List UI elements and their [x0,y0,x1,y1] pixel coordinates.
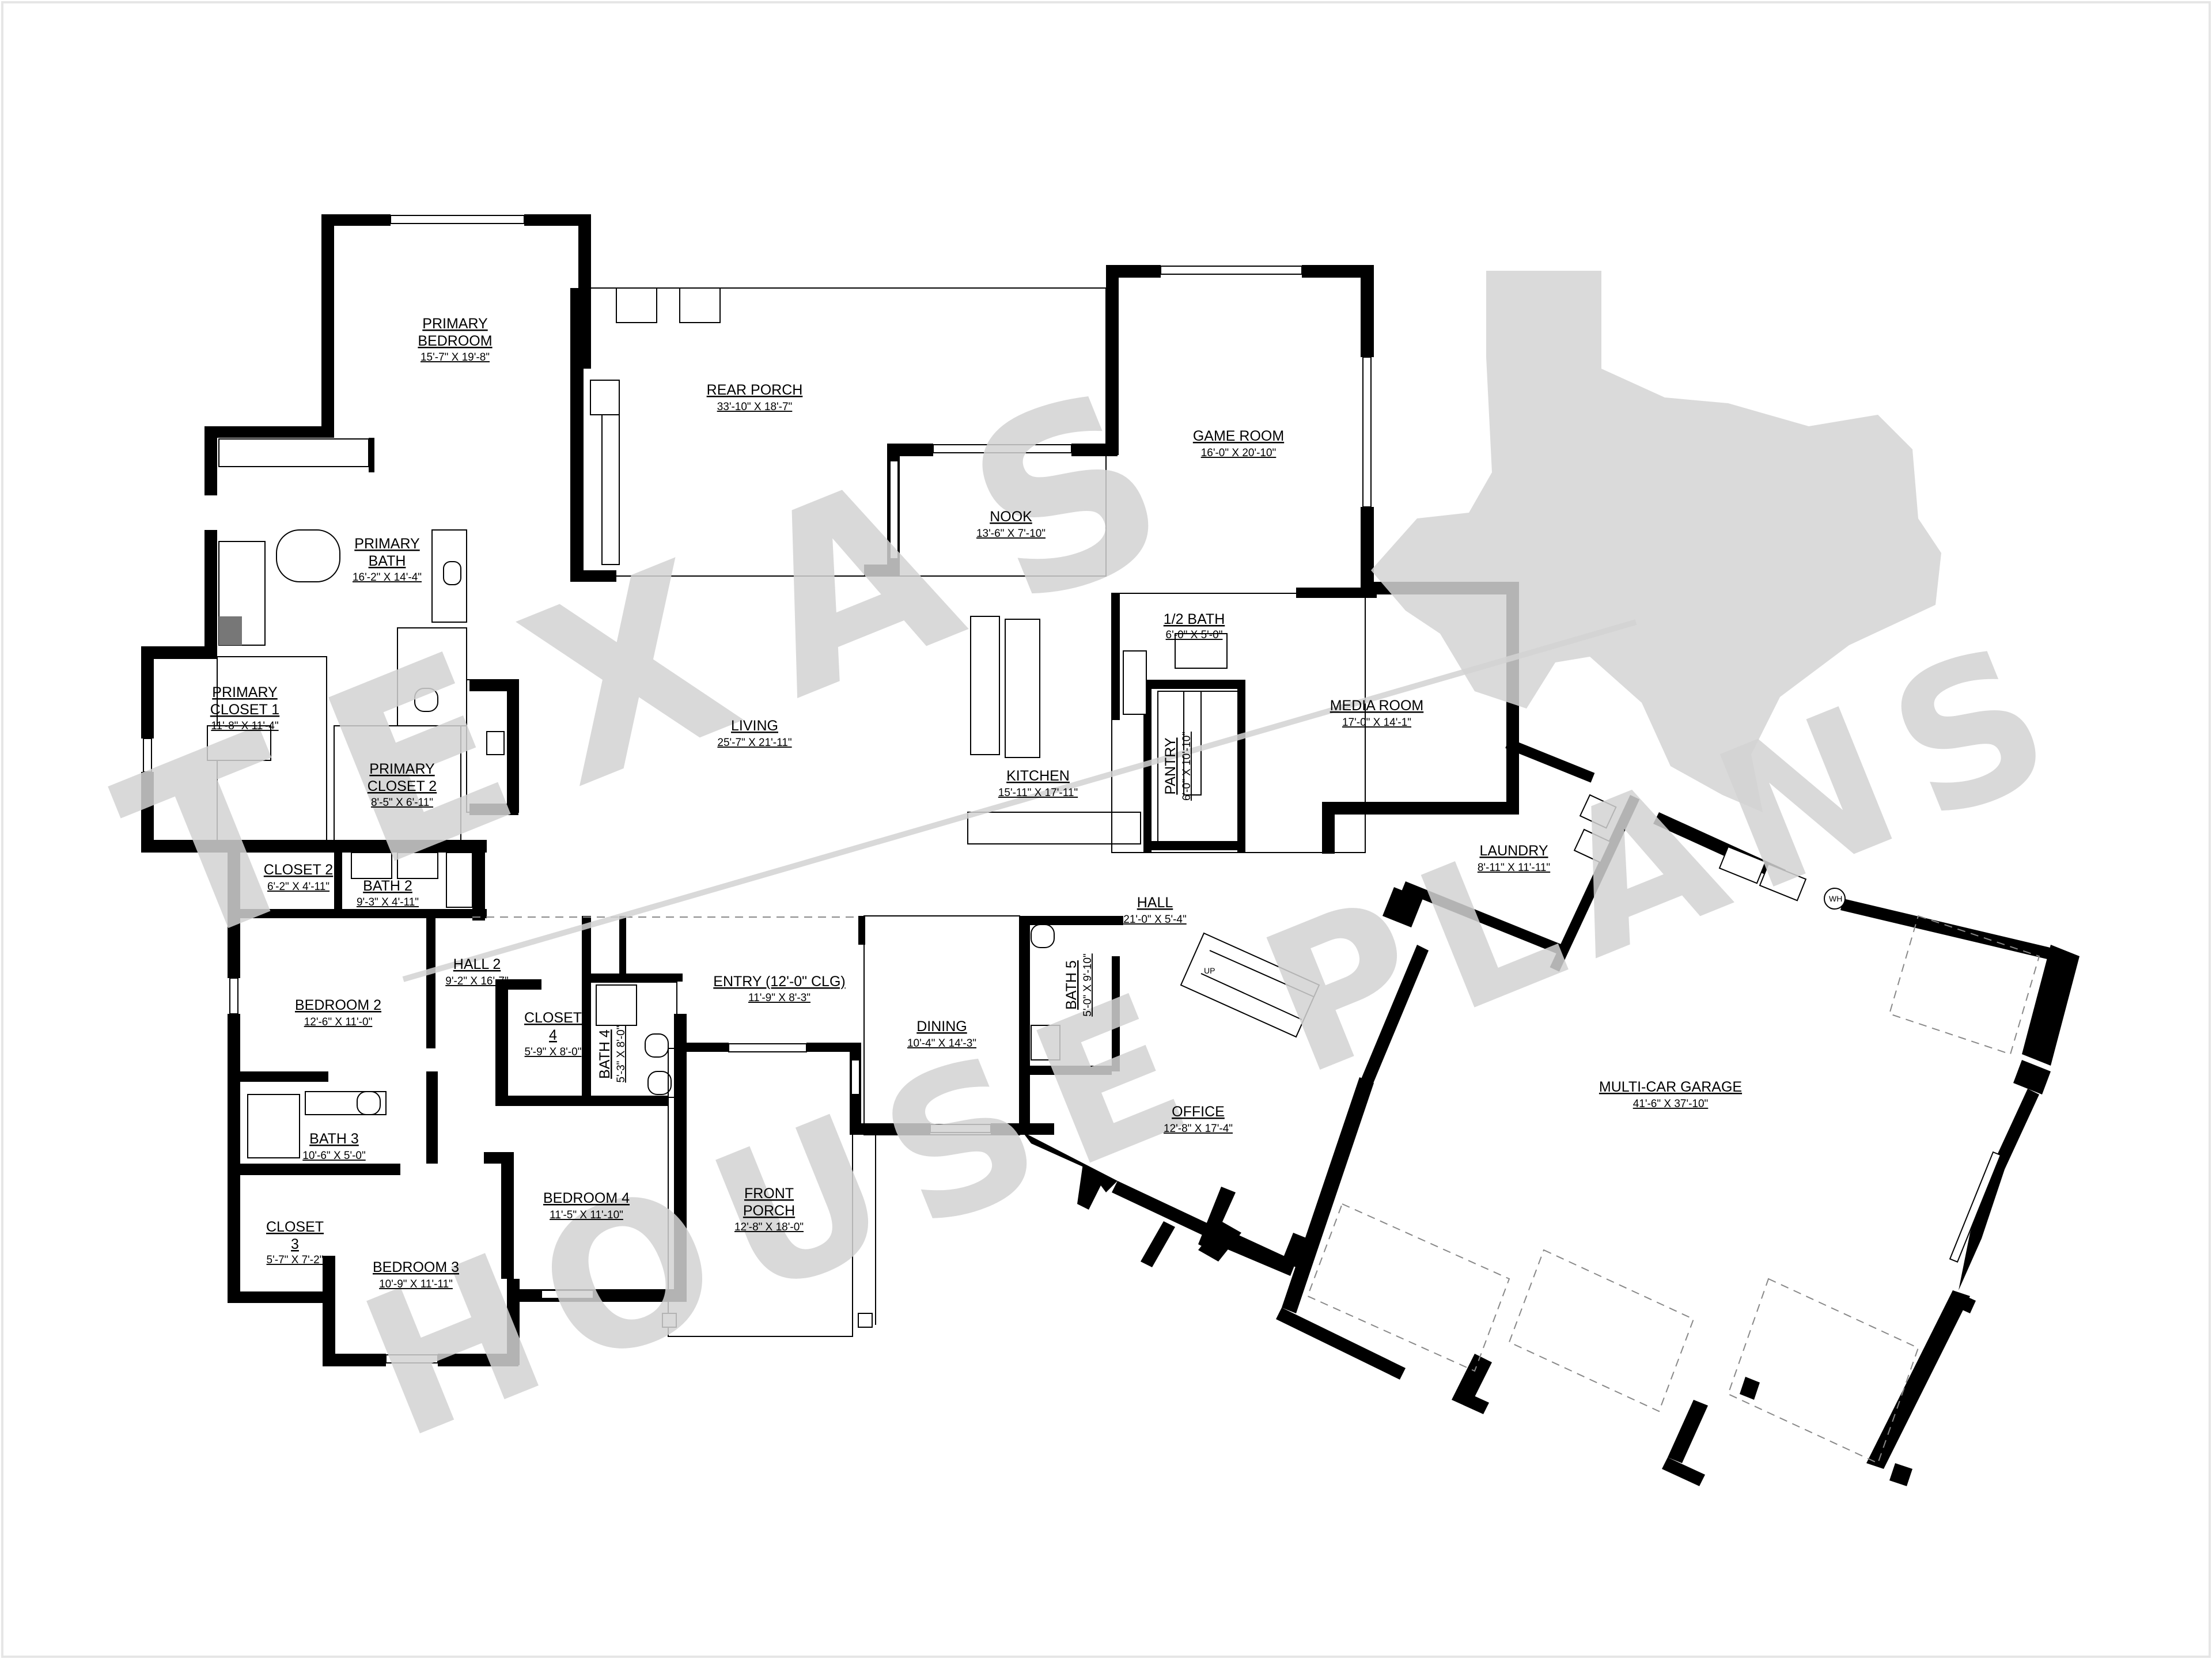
primary-closet-2-dims: 8'-5" X 6'-11" [371,797,433,809]
texas-state-outline-icon [1371,271,1941,812]
bath-5-dims: 5'-0" X 9'-10" [1082,953,1094,1016]
bath-3-name: BATH 3 [309,1131,359,1147]
garage-name: MULTI-CAR GARAGE [1599,1079,1742,1095]
hall-name: HALL [1137,895,1173,911]
bath-5-name: BATH 5 [1063,960,1080,1010]
primary-bedroom-name-2: BEDROOM [418,333,492,349]
nook-dims: 13'-6" X 7'-10" [976,528,1046,540]
primary-bedroom-name-1: PRIMARY [422,316,488,332]
laundry-name: LAUNDRY [1479,843,1548,859]
media-room-dims: 17'-0" X 14'-1" [1342,717,1411,729]
pantry-name: PANTRY [1162,737,1179,794]
closet-3-name-1: CLOSET [266,1219,324,1235]
entry-dims: 11'-9" X 8'-3" [748,992,810,1004]
game-room-dims: 16'-0" X 20'-10" [1201,447,1277,459]
front-porch-dims: 12'-8" X 18'-0" [734,1221,804,1233]
bedroom-4-name: BEDROOM 4 [543,1190,630,1206]
primary-closet-2-name-1: PRIMARY [369,761,435,777]
media-room-name: MEDIA ROOM [1330,698,1424,714]
front-porch-name-2: PORCH [743,1203,795,1219]
garage-walls [1022,812,2080,1486]
stair-up-label: UP [1204,966,1215,975]
water-heater-label: WH [1829,894,1842,903]
primary-bath-name-2: BATH [369,553,406,569]
windows [143,215,2002,1363]
closet-4-dims: 5'-9" X 8'-0" [525,1046,582,1058]
pantry-dims: 6'-0" X 10'-10" [1181,732,1193,801]
walls [141,214,1640,1366]
bedroom-3-dims: 10'-9" X 11'-11" [379,1278,453,1290]
primary-closet-1-name-2: CLOSET 1 [210,702,279,718]
dining-dims: 10'-4" X 14'-3" [907,1037,976,1050]
half-bath-dims: 6'-0" X 5'-0" [1166,629,1223,641]
half-bath-name: 1/2 BATH [1164,611,1225,627]
bedroom-2-dims: 12'-6" X 11'-0" [304,1016,373,1028]
bath-2-name: BATH 2 [363,878,412,894]
primary-bath-name-1: PRIMARY [354,536,420,552]
bedroom-3-name: BEDROOM 3 [373,1259,459,1275]
primary-bath-dims: 16'-2" X 14'-4" [353,571,422,584]
primary-closet-1-dims: 11'-8" X 11'-4" [211,720,278,732]
closet-3-dims: 5'-7" X 7'-2" [267,1254,324,1266]
closet-2-name: CLOSET 2 [264,862,333,878]
room-labels: PRIMARY BEDROOM 15'-7" X 19'-8" REAR POR… [210,316,1843,1290]
laundry-dims: 8'-11" X 11'-11" [1478,862,1550,874]
primary-closet-1-name-1: PRIMARY [212,684,278,700]
bedroom-2-name: BEDROOM 2 [295,997,381,1013]
office-name: OFFICE [1172,1104,1225,1120]
closet-2-dims: 6'-2" X 4'-11" [267,881,329,893]
bath-4-name: BATH 4 [597,1029,613,1079]
hall-2-dims: 9'-2" X 16'-7" [445,975,508,987]
living-name: LIVING [731,718,778,734]
dining-name: DINING [916,1018,967,1035]
kitchen-name: KITCHEN [1006,768,1070,784]
rear-porch-name: REAR PORCH [707,382,803,398]
garage-dims: 41'-6" X 37'-10" [1633,1098,1709,1110]
closet-4-name-2: 4 [549,1027,557,1043]
bath-3-dims: 10'-6" X 5'-0" [302,1150,365,1162]
rear-porch-dims: 33'-10" X 18'-7" [717,401,793,413]
entry-name: ENTRY (12'-0" CLG) [713,974,845,990]
office-dims: 12'-8" X 17'-4" [1164,1123,1233,1135]
kitchen-dims: 15'-11" X 17'-11" [998,787,1078,799]
fixtures [207,287,1846,1337]
front-porch-name-1: FRONT [744,1185,794,1202]
game-room-name: GAME ROOM [1193,428,1284,444]
watermark: TEXAS HOUSE PLANS [89,271,2100,1483]
hall-2-name: HALL 2 [453,956,501,972]
garage-doors [472,915,2040,1464]
primary-closet-2-name-2: CLOSET 2 [368,778,437,794]
primary-bedroom-dims: 15'-7" X 19'-8" [421,351,490,363]
bedroom-4-dims: 11'-5" X 11'-10" [550,1209,623,1221]
closet-4-name-1: CLOSET [524,1010,582,1026]
nook-name: NOOK [990,509,1032,525]
bath-2-dims: 9'-3" X 4'-11" [357,896,419,908]
closet-3-name-2: 3 [291,1236,299,1252]
hall-dims: 21'-0" X 5'-4" [1123,914,1186,926]
living-dims: 25'-7" X 21'-11" [717,737,791,749]
bath-4-dims: 5'-3" X 8'-0" [615,1026,627,1083]
